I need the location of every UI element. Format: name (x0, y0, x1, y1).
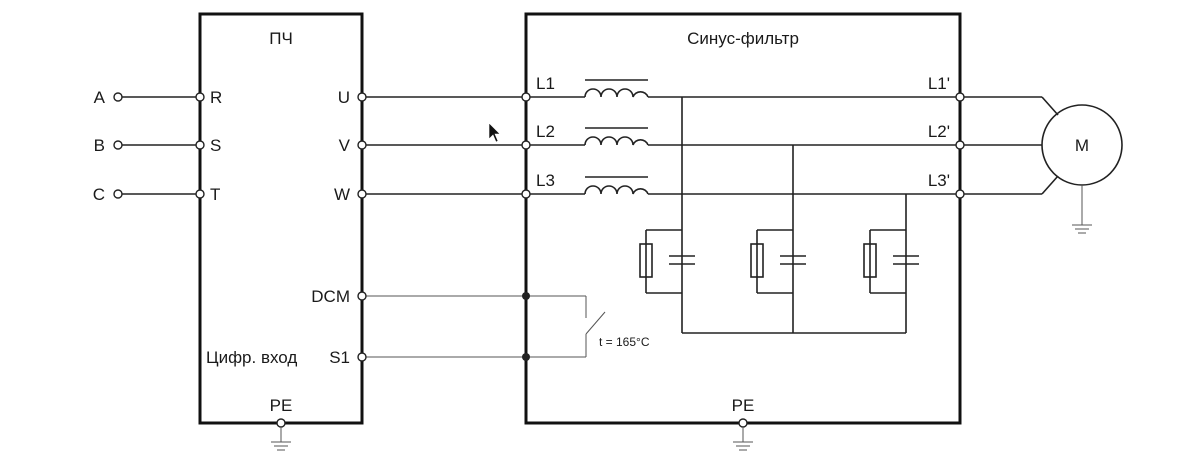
filter-l1-label: L1 (536, 74, 555, 93)
thermal-switch-wiring (357, 291, 606, 362)
motor-ground-icon (1072, 185, 1092, 234)
inductor-l2-icon (584, 127, 649, 146)
output-u-label: U (338, 88, 350, 107)
inverter-pe-label: PE (270, 396, 293, 415)
motor-wiring (964, 96, 1059, 195)
thermal-switch-label: t = 165°C (599, 335, 650, 349)
output-v-label: V (339, 136, 351, 155)
sine-filter-box (524, 12, 962, 425)
phase-c-label: C (93, 185, 105, 204)
filter-l2-out-label: L2' (928, 122, 950, 141)
inverter-title: ПЧ (269, 29, 293, 48)
mouse-cursor-icon (488, 122, 501, 143)
input-s-label: S (210, 136, 221, 155)
filter-title: Синус-фильтр (687, 29, 799, 48)
supply-lines (113, 92, 205, 199)
inductor-l3-icon (584, 176, 649, 195)
inverter-ground-icon (271, 418, 291, 451)
filter-l3-out-label: L3' (928, 171, 950, 190)
filter-l3-label: L3 (536, 171, 555, 190)
rc-branches (639, 97, 919, 334)
filter-l2-label: L2 (536, 122, 555, 141)
power-lines (357, 92, 585, 199)
dcm-label: DCM (311, 287, 350, 306)
digital-input-label: Цифр. вход (206, 348, 297, 367)
filter-pe-label: PE (732, 396, 755, 415)
filter-l1-out-label: L1' (928, 74, 950, 93)
output-w-label: W (334, 185, 350, 204)
s1-label: S1 (329, 348, 350, 367)
input-t-label: T (210, 185, 220, 204)
input-r-label: R (210, 88, 222, 107)
phase-b-label: B (94, 136, 105, 155)
phase-a-label: A (94, 88, 106, 107)
inductor-l1-icon (584, 79, 649, 98)
filter-ground-icon (733, 418, 753, 451)
motor-label: M (1075, 136, 1089, 155)
filter-output-lines (648, 92, 965, 199)
